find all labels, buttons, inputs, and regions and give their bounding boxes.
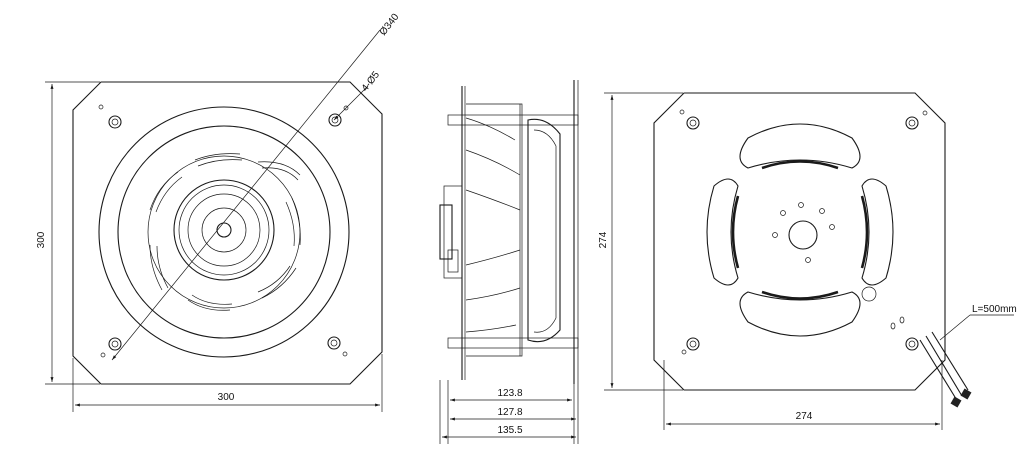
- front-ring-inlet: [117, 125, 331, 339]
- side-view: 123.8 127.8 135.5: [439, 80, 579, 444]
- cutout-left: [706, 178, 739, 286]
- cutout-top: [739, 123, 861, 169]
- front-width-dimension: 300: [72, 354, 383, 412]
- front-plate-outline: [72, 81, 383, 385]
- cutout-bottom: [739, 291, 861, 337]
- side-dim-3: 135.5: [497, 425, 522, 436]
- front-view: Ø340 4-Ø5 300 300: [36, 11, 402, 412]
- rear-view: L=500mm 274 274: [598, 92, 1017, 430]
- cable-length-label: L=500mm: [972, 304, 1017, 315]
- side-dimensions: 123.8 127.8 135.5: [439, 380, 579, 444]
- rear-mounting-holes: [679, 109, 928, 355]
- holes-leader: [333, 85, 369, 121]
- diameter-leader: [111, 29, 381, 361]
- rear-cable-gland: [861, 286, 877, 302]
- rear-height-dimension: 274: [598, 92, 683, 391]
- front-height-dimension: 300: [36, 81, 100, 385]
- rear-plate-outline: [653, 92, 946, 391]
- rear-hub: [788, 220, 818, 250]
- rear-width-dimension: 274: [663, 360, 943, 430]
- side-dim-1: 123.8: [497, 388, 522, 399]
- impeller-blades: [149, 153, 301, 311]
- front-ring-outer: [98, 106, 350, 358]
- svg-text:274: 274: [796, 411, 813, 422]
- front-mounting-holes: [98, 104, 349, 358]
- holes-label: 4-Ø5: [360, 69, 383, 94]
- cutout-right: [861, 178, 894, 286]
- side-dim-2: 127.8: [497, 407, 522, 418]
- power-cable: [919, 331, 972, 408]
- svg-text:300: 300: [36, 231, 47, 248]
- motor-hub-outer: [173, 179, 275, 281]
- motor-shaft: [216, 222, 232, 238]
- svg-text:300: 300: [218, 392, 235, 403]
- rear-hub-bolts: [772, 202, 835, 263]
- diameter-label: Ø340: [378, 11, 402, 37]
- svg-text:274: 274: [598, 231, 609, 248]
